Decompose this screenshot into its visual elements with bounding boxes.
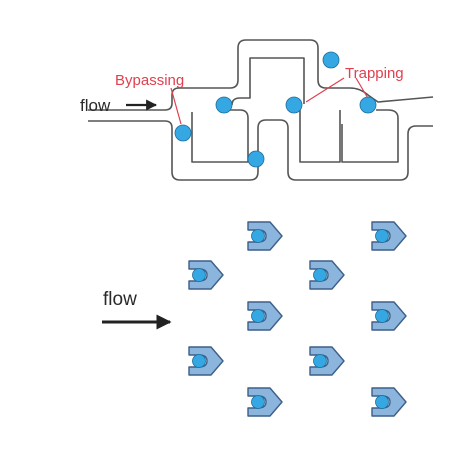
- channel-lower-wall: [88, 119, 433, 181]
- trapped-bead: [375, 395, 389, 409]
- trapped-bead: [375, 229, 389, 243]
- channel-inner-wall-a: [191, 109, 249, 163]
- trapping-label: Trapping: [345, 65, 404, 82]
- trap: [247, 301, 283, 331]
- flow-label-top: flow: [80, 96, 111, 115]
- trapped-bead: [251, 229, 265, 243]
- trap-array: [188, 221, 407, 417]
- trap: [247, 387, 283, 417]
- channel-beads: [174, 51, 377, 168]
- bead: [247, 150, 265, 168]
- trap: [247, 221, 283, 251]
- trap: [188, 346, 224, 376]
- bypassing-leader: [170, 87, 182, 125]
- bead: [359, 96, 377, 114]
- trapped-bead: [251, 309, 265, 323]
- trapped-bead: [313, 268, 327, 282]
- channel-upper-wall: [88, 39, 434, 111]
- trap: [371, 221, 407, 251]
- trapped-bead: [251, 395, 265, 409]
- trapped-bead: [192, 354, 206, 368]
- trap: [309, 346, 345, 376]
- trapped-bead: [375, 309, 389, 323]
- bead: [215, 96, 233, 114]
- trap: [309, 260, 345, 290]
- trap: [188, 260, 224, 290]
- bead: [174, 124, 192, 142]
- trapping-leader-right: [355, 77, 370, 101]
- trap: [371, 387, 407, 417]
- bead: [285, 96, 303, 114]
- bead: [322, 51, 340, 69]
- trap: [371, 301, 407, 331]
- label-leaders: [170, 77, 370, 125]
- bypassing-label: Bypassing: [115, 72, 185, 89]
- trapped-bead: [192, 268, 206, 282]
- trapped-bead: [313, 354, 327, 368]
- channel-inner-wall-c: [299, 110, 341, 163]
- channel-inner-wall-d: [341, 109, 399, 163]
- serpentine-channel: [88, 39, 434, 181]
- trapping-leader-left: [305, 77, 345, 103]
- flow-label-bottom: flow: [103, 289, 137, 310]
- channel-inner-wall-b: [231, 57, 305, 106]
